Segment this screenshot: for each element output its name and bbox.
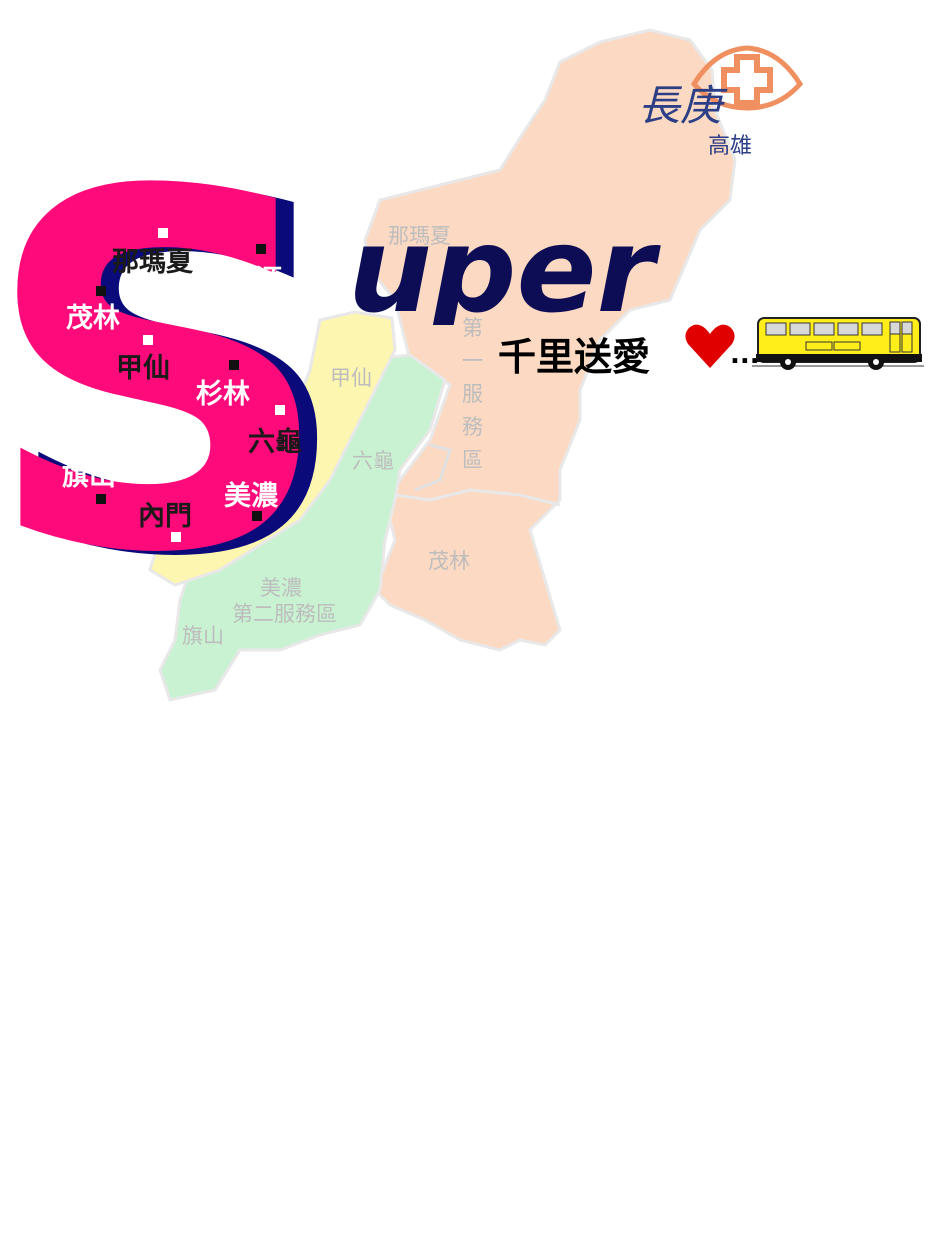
map-label-di: 第 [207,451,228,475]
headline-word: uper [348,205,662,325]
town-taoyuan: 桃源 [228,265,282,296]
town-jiaxian: 甲仙 [116,353,170,384]
town-meinong: 美濃 [224,481,278,512]
map-label-namasia: 那瑪夏 [388,224,451,248]
hospital-cross-icon [690,45,804,111]
town-neimen: 內門 [138,501,192,532]
bus-icon [752,317,924,370]
map-label-zone1: 第 一 服 務 區 [462,316,483,472]
town-namasia: 那瑪夏 [112,247,193,278]
map-label-jiaxian: 甲仙 [330,366,372,390]
map-label-zone2: 第二服務區 [232,602,337,626]
letter-s-graphic: S S [0,89,353,664]
map-label-qishan: 旗山 [182,624,224,648]
map-label-liugui: 六龜 [352,449,394,473]
town-liugui: 六龜 [248,427,302,458]
slogan-text: 千里送愛 [498,335,651,379]
map-zone-yellow [148,310,397,587]
town-maolin: 茂林 [66,303,120,334]
town-markers [96,228,285,542]
town-shanlin: 杉林 [196,379,250,410]
logo-city: 高雄 [708,134,753,159]
slogan-ellipsis: ... [730,340,760,370]
map-zone-peach [363,28,737,652]
map-label-partial: 源 [523,281,544,305]
map-label-meinong: 美濃 [260,576,302,600]
letter-s-shadow: S [0,93,353,664]
letter-s-fill: S [0,89,335,660]
heart-icon [685,324,735,368]
map-label-maolin: 茂林 [428,549,470,573]
town-qishan: 旗山 [62,461,116,492]
logo-name: 長庚 [638,81,723,130]
headline-word-text: uper [348,205,662,325]
